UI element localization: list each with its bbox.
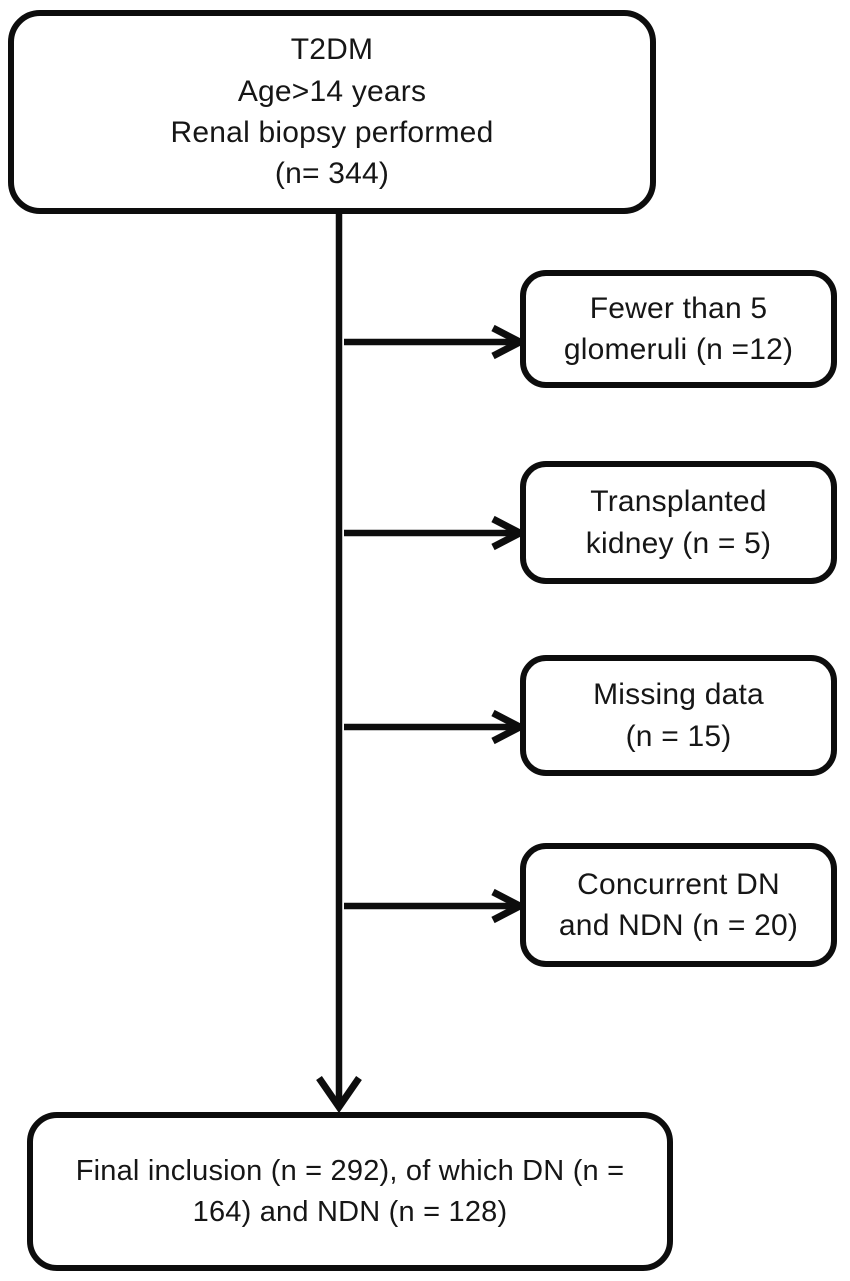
flow-node-exclusion-3-label: Missing data (n = 15) (593, 678, 764, 753)
flow-node-exclusion-4-label: Concurrent DN and NDN (n = 20) (558, 867, 799, 942)
flow-node-exclusion-1-label: Fewer than 5 glomeruli (n =12) (563, 291, 794, 366)
flow-node-exclusion-1: Fewer than 5 glomeruli (n =12) (520, 270, 837, 388)
flow-node-exclusion-2: Transplanted kidney (n = 5) (520, 461, 837, 584)
flow-node-start: T2DM Age>14 years Renal biopsy performed… (8, 10, 656, 214)
down-arrowhead-icon (316, 1076, 362, 1114)
flow-node-exclusion-2-label: Transplanted kidney (n = 5) (585, 485, 772, 560)
flow-node-final-label: Final inclusion (n = 292), of which DN (… (75, 1155, 625, 1228)
flow-node-exclusion-3: Missing data (n = 15) (520, 655, 837, 776)
flow-node-final: Final inclusion (n = 292), of which DN (… (27, 1112, 673, 1271)
flow-node-exclusion-4: Concurrent DN and NDN (n = 20) (520, 843, 837, 967)
flow-node-start-label: T2DM Age>14 years Renal biopsy performed… (170, 33, 494, 191)
